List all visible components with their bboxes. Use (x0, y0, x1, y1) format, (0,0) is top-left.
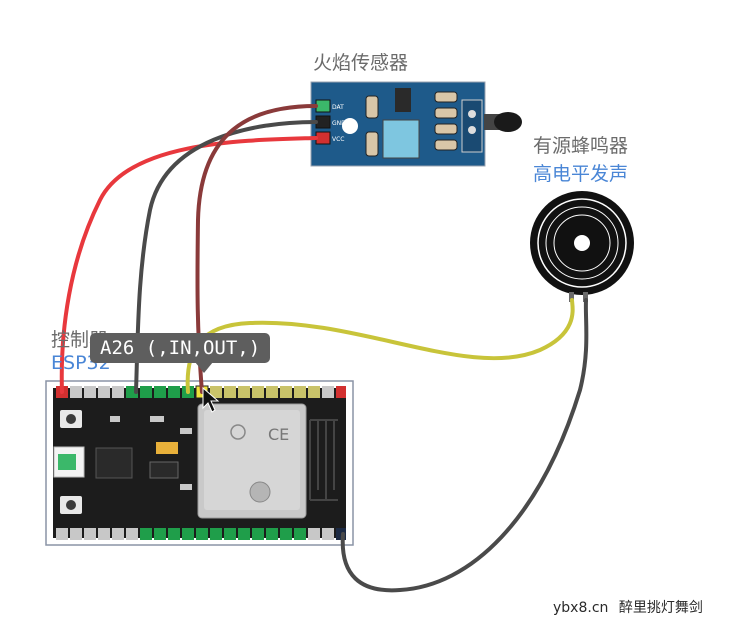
pin-vcc-label: VCC (332, 136, 344, 143)
esp32-board[interactable]: CE (45, 380, 354, 546)
boot-button[interactable] (60, 496, 82, 514)
usb-port (53, 446, 85, 478)
pin-tooltip: A26 (,IN,OUT,) (90, 333, 271, 363)
wire-gnd-black[interactable] (134, 120, 318, 394)
tooltip-arrow (195, 362, 213, 373)
mouse-cursor-icon (202, 386, 220, 413)
wire-vcc-red[interactable] (59, 136, 318, 394)
buzzer-title: 有源蜂鸣器 (533, 135, 629, 157)
active-buzzer[interactable] (530, 191, 634, 302)
en-button[interactable] (60, 410, 82, 428)
bottom-pin-header (56, 528, 346, 540)
watermark-site: ybx8.cn (553, 600, 609, 616)
flame-sensor-title: 火焰传感器 (313, 52, 409, 74)
buzzer-subtitle: 高电平发声 (533, 163, 629, 185)
svg-text:CE: CE (268, 425, 289, 444)
top-pin-header (56, 385, 346, 399)
pin-dat-label: DAT (332, 104, 344, 111)
watermark-author: 醉里挑灯舞剑 (618, 600, 703, 616)
watermark: ybx8.cn 醉里挑灯舞剑 (553, 597, 703, 617)
regulator-chip (149, 461, 179, 479)
pin-gnd-label: GND (332, 120, 346, 127)
led-component (156, 442, 178, 454)
antenna (309, 419, 338, 501)
wroom-module: CE (197, 403, 307, 519)
wire-buzzer-gnd-black[interactable] (340, 298, 589, 593)
usb-uart-chip (95, 447, 133, 479)
flame-sensor-module[interactable]: DAT GND VCC (310, 81, 522, 167)
